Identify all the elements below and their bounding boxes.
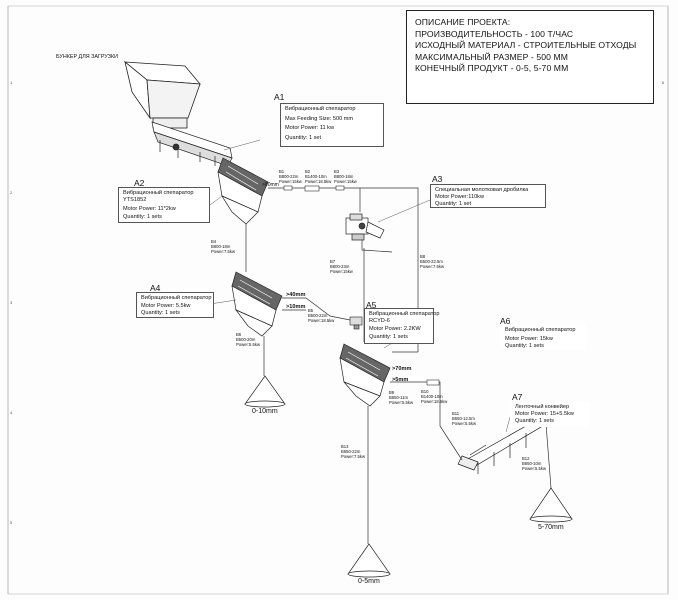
a3-line-1: Специальная молотковая дробилка xyxy=(435,187,529,193)
border-mark-1: 1 xyxy=(10,80,13,85)
product-0-10: 0-10mm xyxy=(252,408,278,415)
a4-spec-box: Вибрационный спепаратор Motor Power: 5.5… xyxy=(136,292,214,318)
a5-id: A5 xyxy=(366,300,377,310)
size-gt70: >70mm xyxy=(392,366,412,372)
a4-line-2: Motor Power: 5.5kw xyxy=(141,303,191,310)
stockpile-5-70 xyxy=(529,487,573,523)
a7-line-1: Ленточный конвейер xyxy=(515,404,570,410)
desc-line-4: МАКСИМАЛЬНЫЙ РАЗМЕР - 500 ММ xyxy=(415,51,569,62)
a2-line-4: Quantity: 1 sets xyxy=(123,213,162,220)
a6-spec-box: Вибрационный спепаратор Motor Power: 15k… xyxy=(500,324,586,350)
size-gt40: >40mm xyxy=(286,292,306,298)
a5-line-1: Вибрационный спепаратор xyxy=(369,311,440,317)
border-mark-4: 4 xyxy=(10,410,13,415)
a2-id: A2 xyxy=(134,178,145,188)
size-gt5: >5mm xyxy=(392,377,409,383)
a1-line-3: Motor Power: 11 kw xyxy=(285,125,335,132)
a2-line-1: Вибрационный спепаратор xyxy=(123,190,194,196)
desc-line-1: ОПИСАНИЕ ПРОЕКТА: xyxy=(415,17,511,27)
a1-line-2: Max Feeding Size: 500 mm xyxy=(285,116,354,123)
stockpile-0-5 xyxy=(347,543,391,578)
a5-line-4: Quantity: 1 sets xyxy=(369,333,408,340)
a5-spec-box: Вибрационный спепаратор RCYD-6 Motor Pow… xyxy=(364,308,440,344)
desc-line-2: ПРОИЗВОДИТЕЛЬНОСТЬ - 100 Т/ЧАС xyxy=(415,28,574,39)
stockpile-0-10 xyxy=(244,375,286,408)
screen-a2 xyxy=(217,157,269,225)
product-0-5: 0-5mm xyxy=(358,578,380,585)
size-gt80: >80mm xyxy=(262,182,279,188)
a2-line-3: Motor Power: 11*2kw xyxy=(123,206,176,213)
a3-spec-box: Специальная молотковая дробилка Motor Po… xyxy=(430,184,546,208)
a3-line-2: Motor Power:110kw xyxy=(435,194,485,201)
desc-line-3: ИСХОДНЫЙ МАТЕРИАЛ - СТРОИТЕЛЬНЫЕ ОТХОДЫ xyxy=(415,40,637,50)
a6-line-2: Motor Power: 15kw xyxy=(505,336,553,343)
screen-a6 xyxy=(339,343,391,407)
a7-id: A7 xyxy=(512,392,523,402)
product-5-70: 5-70mm xyxy=(538,524,564,531)
a1-line-4: Quantity: 1 set xyxy=(285,134,322,141)
a7-line-2: Motor Power: 15+5.5kw xyxy=(515,411,574,418)
project-description-box: ОПИСАНИЕ ПРОЕКТА: ПРОИЗВОДИТЕЛЬНОСТЬ - 1… xyxy=(406,10,654,104)
a3-line-3: Quantity: 1 set xyxy=(435,201,472,208)
a1-id: A1 xyxy=(274,92,285,102)
feeder-a1 xyxy=(151,121,233,167)
a4-line-3: Quantity: 1 sets xyxy=(141,310,180,317)
a2-spec-box: Вибрационный спепаратор YTS1852 Motor Po… xyxy=(118,187,210,223)
hammer-crusher-a3 xyxy=(345,213,385,241)
a7-line-3: Quantity: 1 sets xyxy=(515,418,554,425)
border-mark-3: 3 xyxy=(10,300,13,305)
feed-hopper xyxy=(123,60,201,129)
border-mark-5: 5 xyxy=(10,520,13,525)
a4-id: A4 xyxy=(150,283,161,293)
size-gt10: >10mm xyxy=(286,304,306,310)
a7-spec-box: Ленточный конвейер Motor Power: 15+5.5kw… xyxy=(510,401,590,427)
a3-id: A3 xyxy=(432,174,443,184)
a6-line-3: Quantity: 1 sets xyxy=(505,343,544,350)
a1-spec-box: Вибрационный спепаратор Max Feeding Size… xyxy=(280,103,384,147)
magnetic-separator-a5 xyxy=(349,316,363,330)
border-mark-6: 6 xyxy=(662,80,665,85)
hopper-label: БУНКЕР ДЛЯ ЗАГРУЗКИ xyxy=(56,54,118,60)
desc-line-5: КОНЕЧНЫЙ ПРОДУКТ - 0-5, 5-70 ММ xyxy=(415,63,569,73)
border-mark-2: 2 xyxy=(10,190,13,195)
a6-line-1: Вибрационный спепаратор xyxy=(505,327,576,333)
a5-line-3: Motor Power: 2.2KW xyxy=(369,326,421,333)
a4-line-1: Вибрационный спепаратор xyxy=(141,295,212,301)
a1-line-1: Вибрационный спепаратор xyxy=(285,106,356,112)
a6-id: A6 xyxy=(500,316,511,326)
a2-line-2: YTS1852 xyxy=(123,197,147,204)
belt-markers xyxy=(283,185,440,386)
screen-a4 xyxy=(231,271,283,337)
a5-line-2: RCYD-6 xyxy=(369,318,390,325)
